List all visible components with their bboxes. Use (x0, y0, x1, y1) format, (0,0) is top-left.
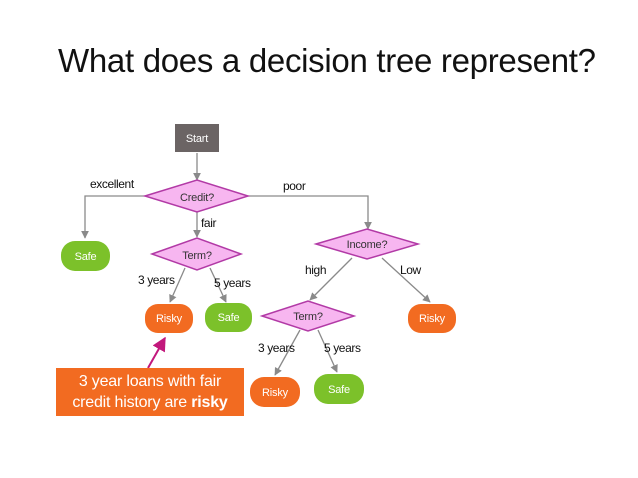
svg-text:Safe: Safe (75, 251, 97, 263)
edge-income-low (381, 257, 431, 303)
edge-credit-excellent (81, 195, 145, 239)
edge-label-term2-3y: 3 years (258, 341, 295, 355)
edge-label-excellent: excellent (90, 177, 135, 191)
edge-income-high (309, 257, 353, 301)
start-node: Start (175, 124, 219, 152)
edge-term1-5y (209, 267, 227, 303)
edge-label-term2-5y: 5 years (324, 341, 361, 355)
edge-credit-poor (248, 195, 372, 230)
page-title: What does a decision tree represent? (58, 42, 596, 79)
term1-label: Term? (182, 250, 212, 262)
income-label: Income? (347, 239, 388, 251)
svg-text:Risky: Risky (156, 313, 183, 325)
leaf-safe-5y-fair: Safe (205, 303, 252, 332)
leaf-risky-3y-high: Risky (250, 377, 300, 407)
callout-line2: credit history are risky (56, 392, 244, 413)
start-label: Start (186, 133, 208, 145)
edge-label-term1-3y: 3 years (138, 273, 175, 287)
callout-line2-bold: risky (191, 394, 228, 411)
svg-text:Safe: Safe (218, 312, 240, 324)
leaf-safe-excellent: Safe (61, 241, 110, 271)
callout-box: 3 year loans with fair credit history ar… (56, 368, 244, 416)
term2-label: Term? (293, 311, 323, 323)
svg-text:Risky: Risky (262, 387, 289, 399)
edge-term1-3y (169, 267, 186, 303)
income-decision-node: Income? (313, 228, 421, 260)
edge-term2-5y (317, 329, 338, 373)
callout-pointer-arrow (147, 336, 166, 369)
leaf-risky-3y-fair: Risky (145, 304, 193, 333)
edge-label-poor: poor (283, 179, 306, 193)
leaf-risky-low: Risky (408, 304, 456, 333)
callout-line1: 3 year loans with fair (78, 373, 222, 390)
callout-line2-prefix: credit history are (72, 394, 192, 411)
credit-decision-node: Credit? (142, 179, 251, 213)
term-decision-node-fair: Term? (149, 237, 244, 271)
leaf-safe-5y-high: Safe (314, 374, 364, 404)
svg-text:Risky: Risky (419, 313, 446, 325)
edge-label-low: Low (400, 263, 422, 277)
edge-term2-3y (274, 329, 301, 376)
term-decision-node-high: Term? (259, 300, 357, 332)
edge-label-high: high (305, 263, 326, 277)
edge-label-fair: fair (201, 216, 216, 230)
edge-label-term1-5y: 5 years (214, 276, 251, 290)
svg-text:Safe: Safe (328, 384, 350, 396)
credit-label: Credit? (180, 192, 214, 204)
